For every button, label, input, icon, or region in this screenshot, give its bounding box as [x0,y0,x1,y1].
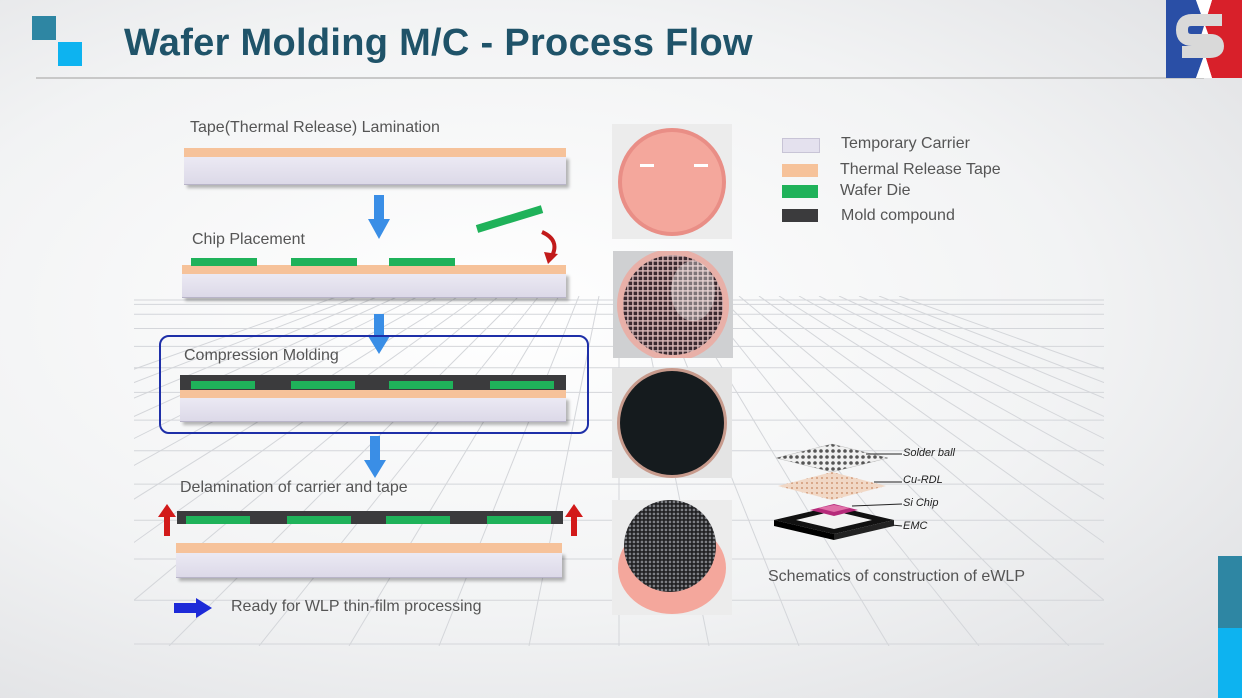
wafer-die [287,516,351,524]
wafer-photo-molded [612,368,732,478]
wafer-die [291,381,355,389]
up-arrow-icon [565,504,583,536]
tape-layer [182,265,566,274]
accent-bar-light [1218,628,1242,698]
carrier-layer [182,273,566,298]
legend-label: Wafer Die [840,182,911,199]
tape-layer [180,389,566,398]
wafer-die [389,258,455,266]
legend-swatch-mold [782,209,818,222]
wafer-die [191,381,255,389]
page-title: Wafer Molding M/C - Process Flow [124,22,753,64]
carrier-layer [184,156,566,185]
title-divider [36,77,1204,79]
ewlp-label-emc: EMC [903,520,928,532]
wafer-die [191,258,257,266]
wafer-die [291,258,357,266]
wafer-die [186,516,250,524]
down-arrow-icon [368,195,390,239]
ewlp-label-solder-ball: Solder ball [903,447,955,459]
legend-swatch-carrier [782,138,820,153]
down-arrow-icon [368,314,390,354]
carrier-layer [176,552,562,578]
wafer-die [490,381,554,389]
wafer-die [389,381,453,389]
step-label-chip-placement: Chip Placement [192,231,305,248]
accent-bar-dark [1218,556,1242,628]
legend-swatch-die [782,185,818,198]
wafer-photo-delaminated [612,500,732,615]
legend-label: Temporary Carrier [841,135,970,152]
legend-swatch-tape [782,164,818,177]
up-arrow-icon [158,504,176,536]
wafer-die [386,516,450,524]
wafer-die [487,516,551,524]
mold-compound-layer [177,511,563,524]
ready-text: Ready for WLP thin-film processing [231,598,482,615]
legend-label: Mold compound [841,207,955,224]
carrier-layer [180,397,566,422]
brand-s-logo [1166,0,1242,78]
wafer-photo-taped [612,124,732,239]
down-arrow-icon [364,436,386,478]
tape-layer [176,543,562,553]
mold-compound-layer [180,375,566,390]
step-label-lamination: Tape(Thermal Release) Lamination [190,119,440,136]
legend-label: Thermal Release Tape [840,161,1001,178]
curved-arrow-icon [541,230,558,264]
ewlp-label-cu-rdl: Cu-RDL [903,474,943,486]
ewlp-caption: Schematics of construction of eWLP [768,568,1025,585]
ewlp-label-si-chip: Si Chip [903,497,939,509]
step-label-compression-molding: Compression Molding [184,347,339,364]
logo-squares-icon [32,16,84,68]
step-label-delamination: Delamination of carrier and tape [180,479,408,496]
right-arrow-icon [174,598,212,618]
tape-layer [184,148,566,157]
wafer-photo-chips-placed [613,251,733,358]
compression-molding-box [159,335,589,434]
ewlp-schematic [774,443,903,540]
